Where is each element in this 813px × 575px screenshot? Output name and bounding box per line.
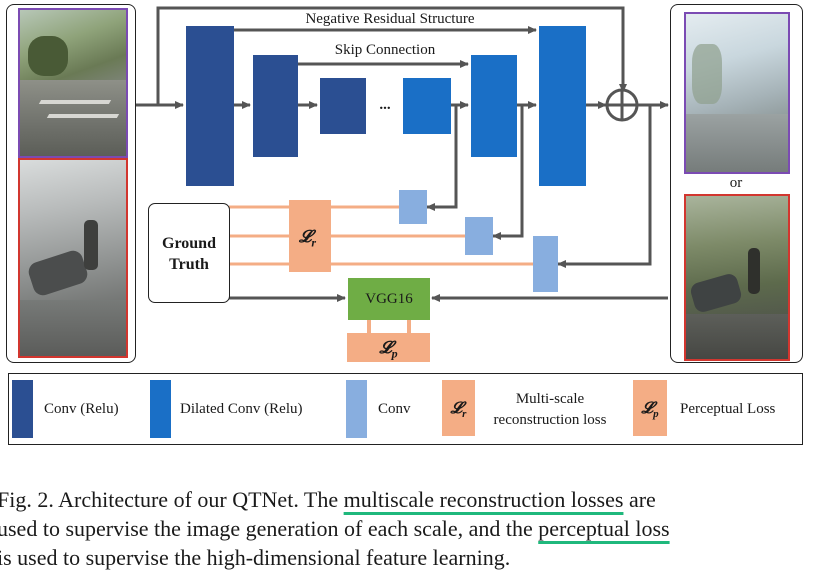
conv-relu-block-1 bbox=[186, 26, 234, 186]
side-conv-block-1 bbox=[399, 190, 427, 224]
vgg16-block bbox=[348, 278, 430, 320]
legend-swatch-multiscale-loss bbox=[442, 380, 475, 436]
side-conv-block-3 bbox=[533, 236, 558, 292]
caption-line-2: used to supervise the image generation o… bbox=[0, 516, 670, 541]
legend-label-conv-relu: Conv (Relu) bbox=[44, 401, 119, 417]
legend-label-dilated-conv: Dilated Conv (Relu) bbox=[180, 401, 303, 417]
legend-box bbox=[8, 373, 803, 445]
perceptual-loss-symbol: 𝓛p bbox=[379, 338, 398, 361]
multiscale-loss-box bbox=[289, 200, 331, 272]
legend-swatch-perceptual-loss bbox=[633, 380, 667, 436]
dilated-conv-block-2 bbox=[471, 55, 517, 157]
ground-truth-label-line1: Ground bbox=[162, 235, 216, 252]
legend-label-conv: Conv bbox=[378, 401, 411, 417]
legend-swatch-conv-relu bbox=[12, 380, 33, 438]
legend-swatch-dilated-conv bbox=[150, 380, 171, 438]
perceptual-loss-box bbox=[347, 333, 430, 362]
ground-truth-box bbox=[148, 203, 230, 303]
legend-label-multiscale-line1: Multi-scale bbox=[515, 391, 585, 407]
branch-arrow-1 bbox=[426, 105, 458, 211]
or-label-right: or bbox=[729, 175, 743, 191]
legend-label-perceptual-loss: Perceptual Loss bbox=[680, 401, 776, 417]
negative-residual-path bbox=[156, 6, 627, 105]
output-image-rainy bbox=[684, 12, 790, 174]
side-conv-block-2 bbox=[465, 217, 493, 255]
input-image-rainy bbox=[18, 8, 128, 158]
conv-relu-block-3 bbox=[320, 78, 366, 134]
ground-truth-label-line2: Truth bbox=[169, 256, 209, 273]
branch-arrow-3 bbox=[557, 105, 652, 268]
ellipsis-label: ... bbox=[379, 97, 391, 113]
vgg16-label: VGG16 bbox=[365, 291, 413, 307]
input-image-hazy bbox=[18, 158, 128, 358]
branch-arrow-2 bbox=[492, 105, 524, 240]
legend-symbol-multiscale-loss: 𝓛r bbox=[450, 400, 467, 421]
multiscale-loss-symbol: 𝓛r bbox=[299, 227, 317, 250]
legend-label-multiscale-line2: reconstruction loss bbox=[493, 412, 607, 428]
caption-highlight-perceptual: perceptual loss bbox=[538, 516, 670, 541]
caption-highlight-multiscale: multiscale reconstruction losses bbox=[343, 487, 624, 512]
dilated-conv-block-1 bbox=[403, 78, 451, 134]
dilated-conv-block-3 bbox=[539, 26, 586, 186]
caption-line-1: Fig. 2. Architecture of our QTNet. The m… bbox=[0, 487, 656, 512]
legend-symbol-perceptual-loss: 𝓛p bbox=[641, 400, 659, 421]
legend-swatch-conv bbox=[346, 380, 367, 438]
output-image-hazy bbox=[684, 194, 790, 361]
skip-connection-label: Skip Connection bbox=[334, 42, 436, 58]
conv-relu-block-2 bbox=[253, 55, 298, 157]
caption-line-3: is used to supervise the high-dimensiona… bbox=[0, 545, 511, 570]
negative-residual-label: Negative Residual Structure bbox=[305, 11, 475, 27]
